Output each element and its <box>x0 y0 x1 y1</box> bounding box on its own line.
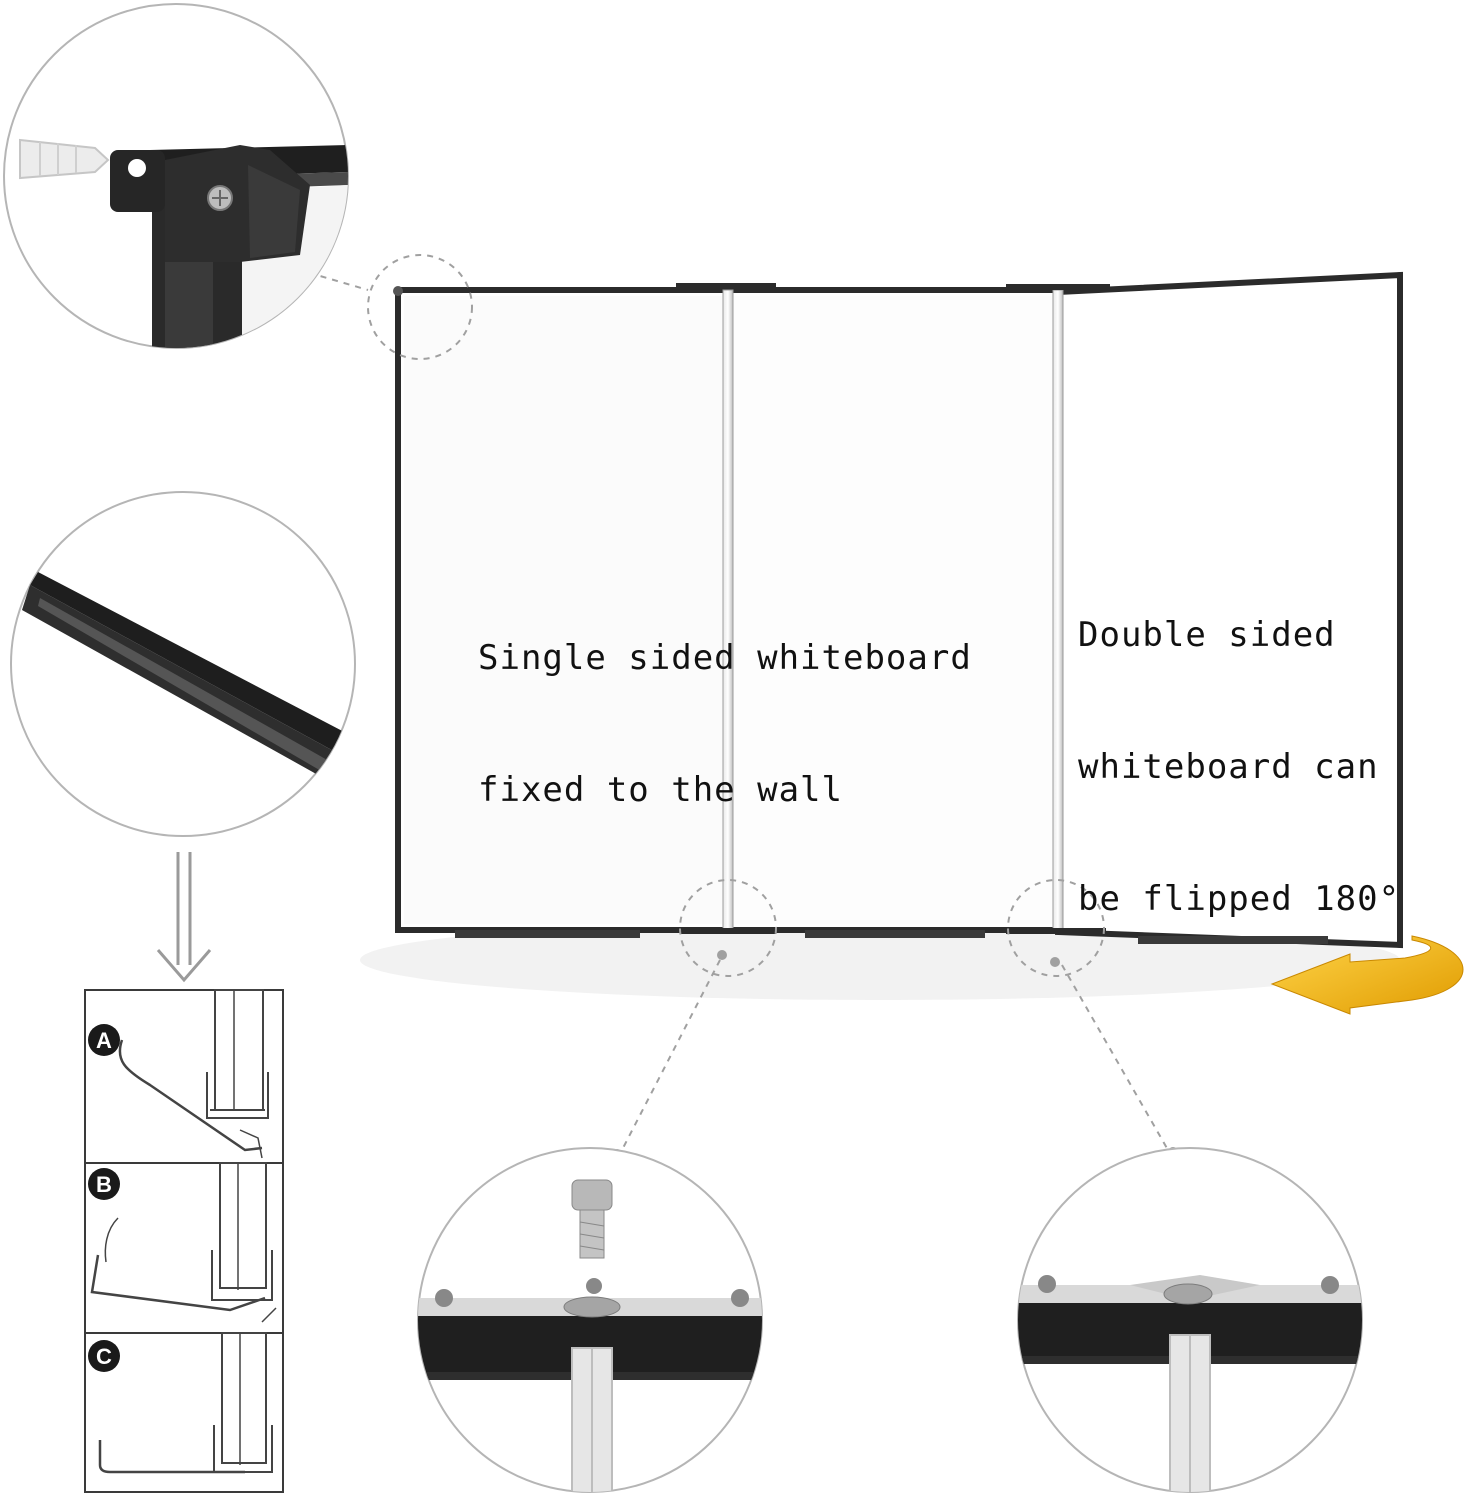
marker-tray-middle <box>805 930 985 938</box>
whiteboard <box>360 271 1403 1000</box>
step-a-badge: A <box>96 1028 112 1053</box>
step-c <box>88 1332 273 1474</box>
hinge-bar-right <box>1052 289 1064 933</box>
left-caption-line1: Single sided whiteboard <box>478 638 972 678</box>
wall-anchor-icon <box>19 138 110 180</box>
step-c-badge: C <box>96 1344 112 1369</box>
flip-arrow-icon <box>1270 935 1464 1015</box>
left-caption: Single sided whiteboard fixed to the wal… <box>478 548 972 856</box>
detail-fixed-hinge <box>417 1147 763 1493</box>
marker-tray-left <box>455 930 640 938</box>
marker-tray-right <box>1138 936 1328 944</box>
step-b <box>88 1162 277 1323</box>
install-steps <box>84 989 284 1493</box>
detail-rotating-hinge <box>1017 1147 1363 1493</box>
down-arrow-icon <box>156 852 212 983</box>
step-a <box>88 989 269 1159</box>
screw-icon <box>207 185 233 211</box>
detail-corner-mount <box>3 3 349 349</box>
left-caption-line2: fixed to the wall <box>478 770 843 810</box>
detail-marker-tray <box>10 491 356 837</box>
right-caption-line2: whiteboard can <box>1078 747 1379 787</box>
right-caption-line3: be flipped 180° <box>1078 879 1401 919</box>
step-b-badge: B <box>96 1172 112 1197</box>
right-caption-line1: Double sided <box>1078 615 1336 655</box>
screw-icon <box>571 1179 613 1259</box>
right-caption: Double sided whiteboard can be flipped 1… <box>1078 525 1400 965</box>
